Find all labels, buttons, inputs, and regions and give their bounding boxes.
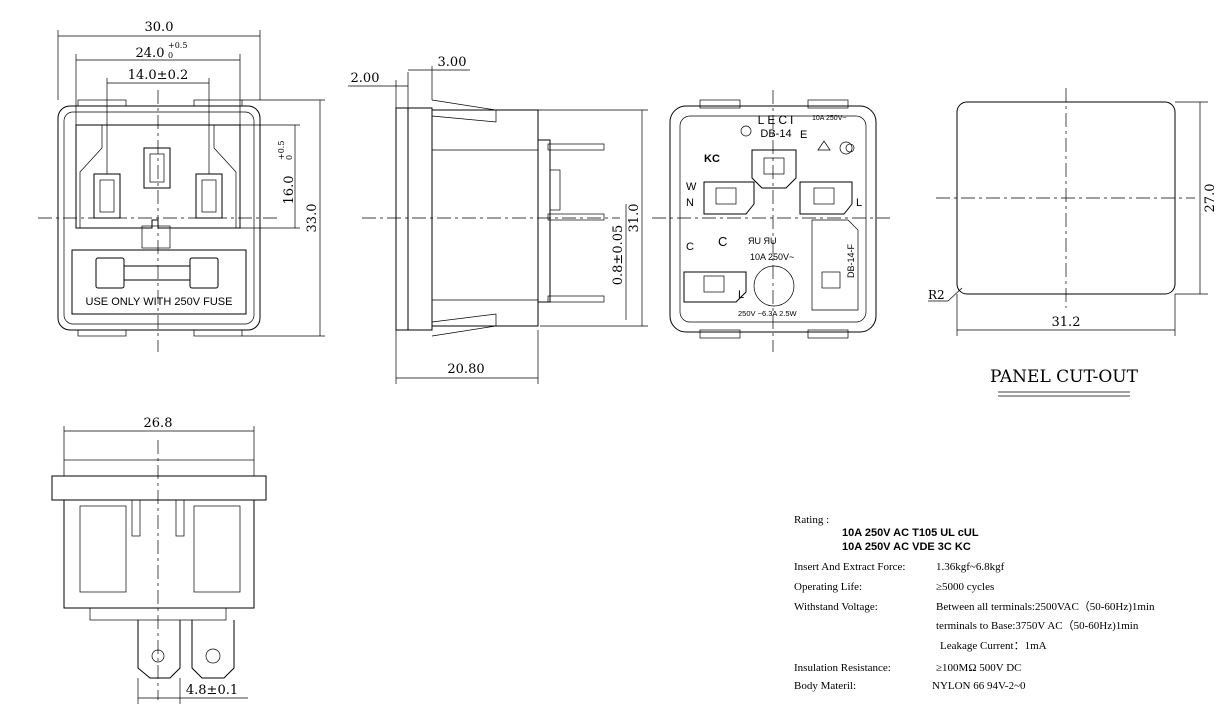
rear-mark-e: E (800, 129, 807, 141)
rear-brand: LECI (758, 113, 797, 127)
spec-row-5-label: Insulation Resistance: (794, 662, 891, 674)
fuse-cap-right (189, 257, 219, 289)
rear-terminal-n-label: N (686, 197, 694, 209)
dim-flange: 2.00 (351, 71, 380, 86)
dim-height-inner-tol-lower: 0 (285, 155, 294, 160)
side-flange (395, 107, 409, 331)
bottom-view: 26.8 4.8±0.1 (51, 416, 267, 704)
dim-height-overall: 33.0 (305, 204, 320, 233)
rear-terminal-l-bottom: L (738, 289, 744, 301)
inlet-chamfer-left (79, 125, 103, 228)
dim-height-inner: 16.0 (282, 176, 297, 205)
rear-fuse-circle (753, 265, 795, 307)
rear-terminal-top (751, 149, 797, 189)
fuse-body (123, 265, 191, 281)
dim-width-overall: 30.0 (145, 20, 174, 35)
rear-fuse-bus (811, 219, 859, 311)
rear-view: LECI DB-14 E 10A 250V~ KC W N C C ЯU ЯU … (652, 90, 890, 352)
dim-height-inner-tol-upper: +0.5 (277, 141, 286, 160)
bottom-top-lip (63, 459, 255, 477)
rear-rating-small: 10A 250V~ (812, 115, 846, 122)
bottom-window-left (79, 505, 127, 593)
fuse-cap-left (95, 257, 125, 289)
specs-block: Rating : 10A 250V AC T105 UL cUL 10A 250… (794, 514, 1155, 692)
side-clip-top (431, 99, 497, 123)
ground-symbol-icon (740, 125, 752, 137)
bottom-dim-terminal: 4.8±0.1 (186, 683, 238, 698)
front-clip-top-right (193, 99, 243, 107)
side-view: 2.00 3.00 20.80 31.0 0.8±0.05 (348, 55, 648, 384)
pin-left (93, 173, 121, 219)
cutout-dim-height: 27.0 (1203, 184, 1218, 213)
cutout-title: PANEL CUT-OUT (990, 367, 1139, 387)
spec-row-6-value: NYLON 66 94V-2~0 (932, 680, 1026, 692)
spec-rating-line2: 10A 250V AC VDE 3C KC (842, 541, 971, 553)
spec-row-0-value: 1.36kgf~6.8kgf (936, 561, 1005, 573)
inlet-chamfer-right (213, 125, 237, 228)
rear-mark-kc: KC (704, 153, 720, 165)
dim-width-inner: 24.0 (136, 46, 165, 61)
rear-terminal-w-label: W (686, 181, 697, 193)
rear-rating-center: 10A 250V~ (750, 252, 794, 262)
bottom-terminal-right (191, 620, 235, 679)
bottom-flange (51, 475, 267, 501)
spec-row-2-label: Withstand Voltage: (794, 601, 878, 613)
dim-body-height: 31.0 (627, 204, 642, 233)
side-clip-bottom (431, 313, 497, 337)
rear-terminal-l (799, 181, 853, 215)
pin-right (195, 173, 223, 219)
rear-terminal-c-label: C (686, 241, 694, 253)
bottom-terminal-left (137, 620, 181, 679)
fuse-latch (141, 225, 171, 249)
spec-row-5-value: ≥100MΩ 500V DC (936, 662, 1022, 674)
spec-row-0-label: Insert And Extract Force: (794, 561, 906, 573)
spec-rating-label: Rating : (794, 514, 829, 526)
front-clip-top-left (77, 99, 127, 107)
rear-terminal-wn (703, 181, 755, 215)
ccc-mark-icon (839, 141, 853, 155)
pin-center (143, 147, 171, 189)
rear-ul-mark: ЯU ЯU (748, 236, 777, 246)
dim-depth: 20.80 (447, 362, 484, 377)
side-terminal-1 (547, 143, 605, 151)
pin-center-inner (149, 153, 165, 183)
pin-left-inner (99, 179, 115, 213)
side-terminal-3 (547, 295, 605, 303)
rear-model-side: DB-14-F (846, 243, 856, 278)
spec-row-2-value: Between all terminals:2500VAC（50-60Hz)1m… (936, 600, 1155, 613)
pin-right-inner (201, 179, 217, 213)
front-view: USE ONLY WITH 250V FUSE 30.0 24.0 +0.5 0… (38, 20, 325, 352)
cutout-radius: R2 (928, 288, 945, 302)
vde-triangle-icon (817, 140, 831, 151)
panel-cutout-view: 27.0 31.2 R2 PANEL CUT-OUT (928, 88, 1218, 397)
spec-row-4-value: Leakage Current：1mA (940, 640, 1047, 652)
dim-clip: 3.00 (438, 55, 467, 70)
cutout-dim-width: 31.2 (1052, 315, 1081, 330)
spec-row-1-value: ≥5000 cycles (936, 581, 994, 593)
rear-terminal-c-center: C (718, 234, 727, 249)
bottom-dim-width: 26.8 (144, 416, 173, 431)
rear-model: DB-14 (760, 128, 791, 140)
rear-body-outline (669, 105, 877, 333)
spec-row-6-label: Body Materil: (794, 680, 856, 692)
rear-terminal-c (683, 271, 747, 303)
dim-pin-span: 14.0±0.2 (128, 68, 189, 83)
dim-width-inner-tol-lower: 0 (168, 51, 173, 60)
bottom-window-right (193, 505, 241, 593)
dim-terminal-thickness: 0.8±0.05 (611, 225, 626, 286)
spec-row-3-value: terminals to Base:3750V AC（50-60Hz)1min (936, 619, 1139, 632)
spec-row-1-label: Operating Life: (794, 581, 862, 593)
spec-rating-line1: 10A 250V AC T105 UL cUL (842, 527, 979, 539)
fuse-drawer (71, 249, 247, 315)
fuse-warning-label: USE ONLY WITH 250V FUSE (86, 296, 233, 308)
dim-width-inner-tol-upper: +0.5 (168, 41, 187, 50)
side-terminal-2 (547, 213, 605, 221)
side-clip-zone (407, 107, 433, 331)
front-clip-bottom-left (77, 329, 127, 337)
front-clip-bottom-right (193, 329, 243, 337)
rear-terminal-l-right: L (856, 197, 862, 209)
rear-fuse-rating: 250V ~6.3A 2.5W (738, 309, 798, 318)
side-rear-block (537, 139, 551, 303)
